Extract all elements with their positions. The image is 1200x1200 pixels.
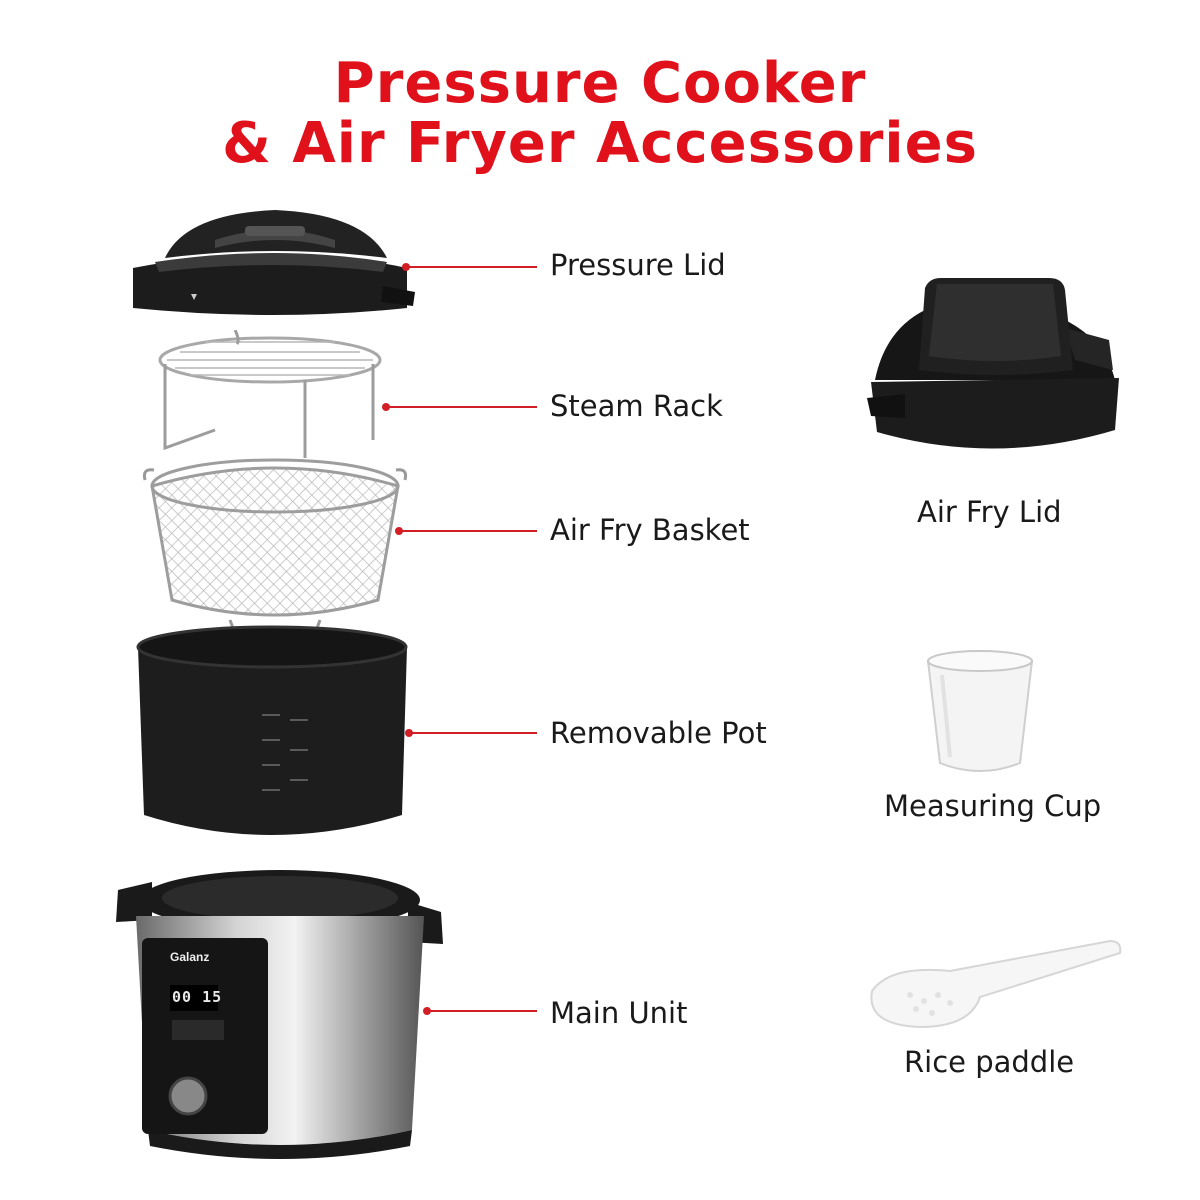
- steam-rack-image: [158, 330, 382, 458]
- brand-logo: Galanz: [170, 950, 210, 964]
- leader-line-air-fry-basket: [395, 527, 537, 535]
- display-time-readout: 00 15: [172, 988, 223, 1006]
- leader-line-steam-rack: [382, 403, 537, 411]
- label-air-fry-basket: Air Fry Basket: [550, 513, 750, 547]
- title-line-1: Pressure Cooker: [333, 51, 867, 116]
- removable-pot-image: [136, 625, 408, 835]
- pressure-lid-image: [133, 210, 415, 315]
- air-fry-basket-image: [142, 458, 408, 643]
- leader-line-removable-pot: [405, 729, 537, 737]
- label-main-unit: Main Unit: [550, 996, 688, 1030]
- title-line-2: & Air Fryer Accessories: [222, 111, 978, 176]
- rice-paddle-image: [870, 939, 1122, 1029]
- leader-line-pressure-lid: [402, 263, 537, 271]
- label-rice-paddle: Rice paddle: [904, 1045, 1075, 1079]
- air-fry-lid-image: [867, 278, 1119, 449]
- label-removable-pot: Removable Pot: [550, 716, 767, 750]
- label-steam-rack: Steam Rack: [550, 389, 723, 423]
- label-measuring-cup: Measuring Cup: [884, 789, 1102, 823]
- main-unit-image: [116, 870, 443, 1159]
- leader-line-main-unit: [423, 1007, 537, 1015]
- label-air-fry-lid: Air Fry Lid: [917, 495, 1062, 529]
- measuring-cup-image: [926, 650, 1034, 772]
- label-pressure-lid: Pressure Lid: [550, 248, 726, 282]
